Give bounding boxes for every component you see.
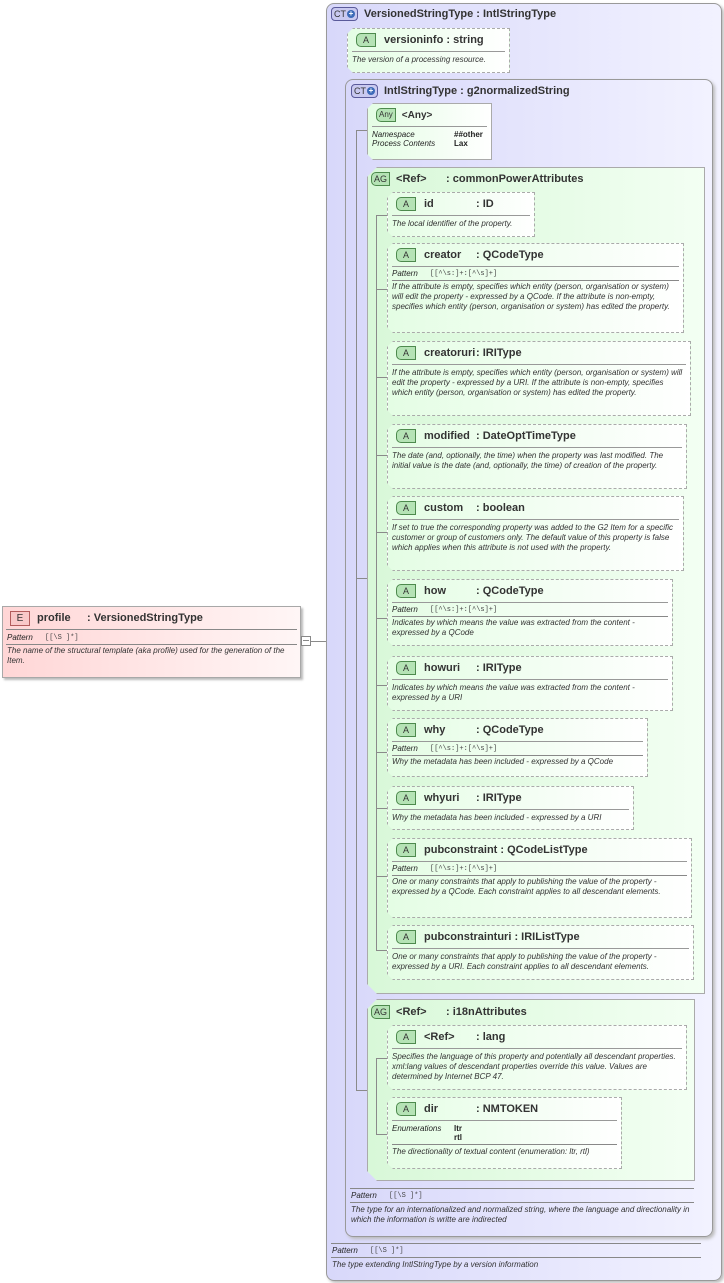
i18n-title: AG <Ref> : i18nAttributes	[371, 1005, 527, 1019]
intl-type-title: CT+ IntlStringType : g2normalizedString	[351, 84, 570, 98]
any-wildcard[interactable]: Any <Any> Namespace ##other Process Cont…	[367, 103, 492, 160]
attribute-icon: A	[396, 843, 416, 857]
attribute-icon: A	[396, 248, 416, 262]
attribute-icon: A	[396, 584, 416, 598]
attribute-group-icon: AG	[371, 1005, 391, 1019]
attribute-icon: A	[396, 501, 416, 515]
pattern-label: Pattern	[7, 633, 33, 642]
enum-value: ltr	[454, 1124, 462, 1133]
attribute-icon: A	[396, 197, 416, 211]
attribute-icon: A	[396, 1030, 416, 1044]
pattern-value: [[\S ]*]	[45, 633, 79, 642]
attribute-icon: A	[396, 661, 416, 675]
attribute-icon: A	[396, 791, 416, 805]
attribute-lang[interactable]: A<Ref>: lang Specifies the language of t…	[387, 1025, 687, 1090]
intl-type-footer: Pattern [[\S ]*] The type for an interna…	[350, 1188, 694, 1227]
element-type: : VersionedStringType	[87, 612, 203, 624]
attribute-icon: A	[396, 723, 416, 737]
any-icon: Any	[376, 108, 396, 122]
attribute-description: The version of a processing resource.	[352, 55, 486, 64]
collapse-toggle-icon[interactable]	[301, 636, 311, 646]
complex-type-icon: CT+	[331, 7, 358, 21]
attribute-icon: A	[396, 429, 416, 443]
enum-value: rtl	[454, 1133, 462, 1142]
element-profile[interactable]: E profile : VersionedStringType Pattern …	[2, 606, 301, 678]
attribute-icon: A	[396, 346, 416, 360]
common-power-title: AG <Ref> : commonPowerAttributes	[371, 172, 584, 186]
attribute-group-icon: AG	[371, 172, 391, 186]
versioned-type-footer: Pattern [[\S ]*] The type extending Intl…	[331, 1243, 701, 1272]
versioned-type-title: CT+ VersionedStringType : IntlStringType	[331, 7, 556, 21]
attribute-versioninfo[interactable]: A versioninfo : string The version of a …	[347, 28, 510, 73]
element-description: The name of the structural template (aka…	[7, 646, 285, 665]
attribute-icon: A	[396, 930, 416, 944]
element-badge: E	[10, 610, 30, 626]
element-name: profile	[37, 612, 71, 624]
attribute-icon: A	[396, 1102, 416, 1116]
complex-type-icon: CT+	[351, 84, 378, 98]
attribute-icon: A	[356, 33, 376, 47]
